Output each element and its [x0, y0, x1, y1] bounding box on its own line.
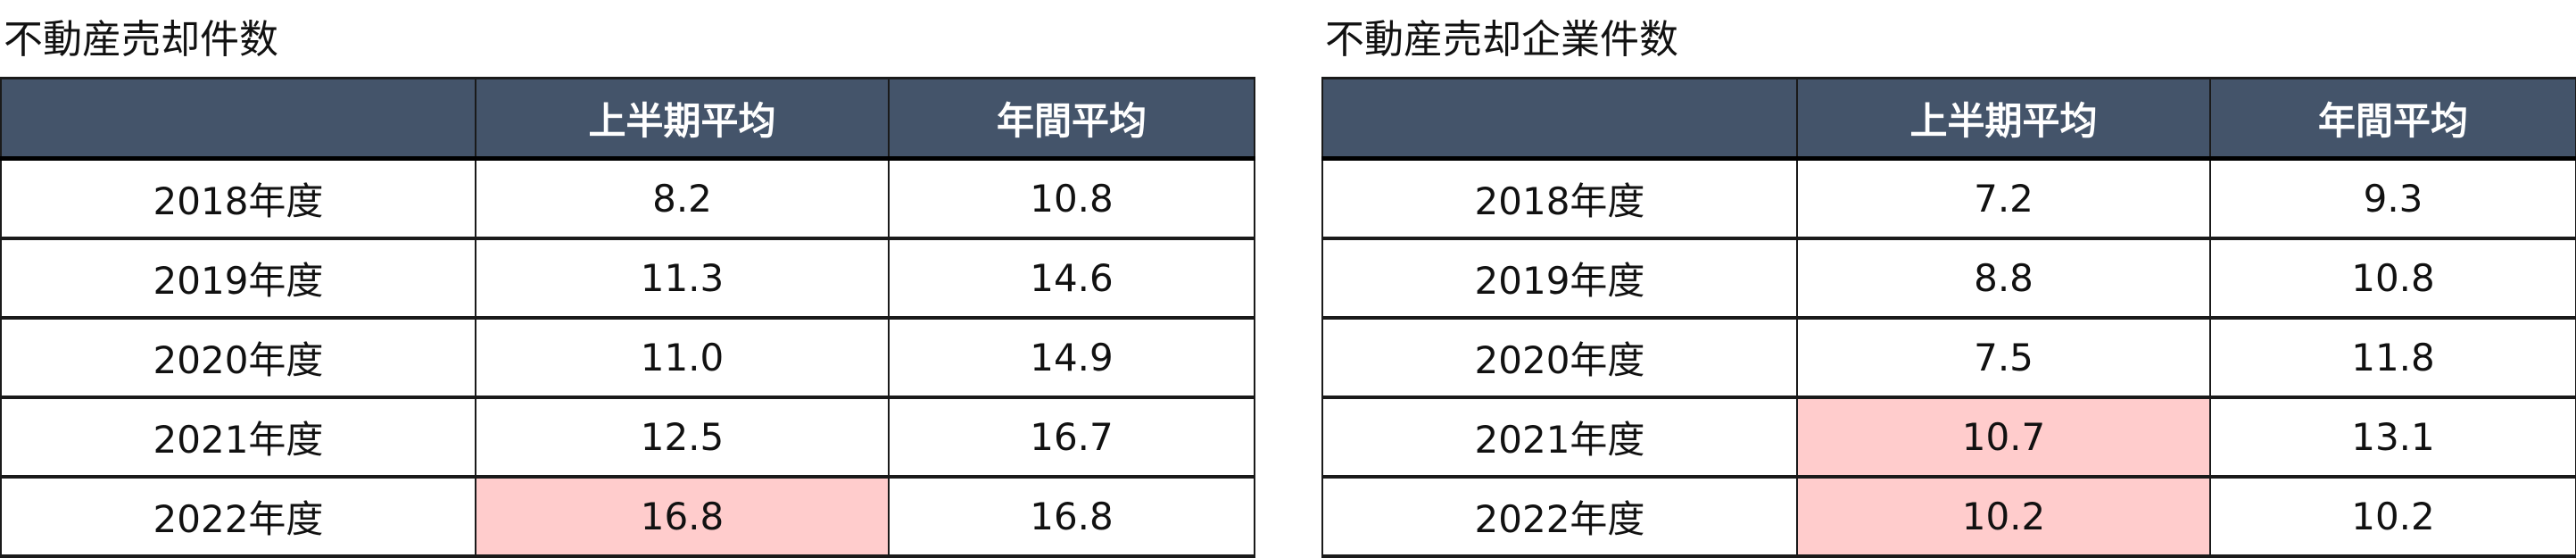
annual-average-cell: 11.8	[2209, 318, 2576, 399]
first-half-average-cell: 11.3	[475, 238, 890, 320]
first-half-average-cell: 8.2	[475, 158, 890, 240]
annual-average-cell: 13.1	[2209, 397, 2576, 479]
row-label: 2020年度	[1321, 318, 1798, 399]
first-half-average-cell-highlighted: 16.8	[475, 477, 890, 558]
first-half-average-cell: 8.8	[1796, 238, 2211, 320]
header-row: 上半期平均 年間平均	[0, 77, 1255, 161]
row-label: 2021年度	[0, 397, 476, 479]
annual-average-cell: 14.6	[888, 238, 1255, 320]
row-label: 2022年度	[0, 477, 476, 558]
real-estate-selling-companies-table: 上半期平均 年間平均 2018年度 7.2 9.3 2019年度 8.8 10.…	[1321, 77, 2576, 558]
table-title: 不動産売却企業件数	[1325, 17, 1678, 62]
row-label: 2022年度	[1321, 477, 1798, 558]
first-half-average-cell-highlighted: 10.7	[1796, 397, 2211, 479]
real-estate-sales-count-table: 上半期平均 年間平均 2018年度 8.2 10.8 2019年度 11.3 1…	[0, 77, 1255, 558]
row-label: 2018年度	[0, 158, 476, 240]
row-label: 2019年度	[0, 238, 476, 320]
header-blank	[0, 77, 476, 161]
header-first-half-average: 上半期平均	[475, 77, 890, 161]
first-half-average-cell: 11.0	[475, 318, 890, 399]
first-half-average-cell: 7.2	[1796, 158, 2211, 240]
annual-average-cell: 10.8	[888, 158, 1255, 240]
table-row: 2019年度 8.8 10.8	[1321, 238, 2576, 320]
annual-average-cell: 10.2	[2209, 477, 2576, 558]
annual-average-cell: 16.8	[888, 477, 1255, 558]
table-row: 2018年度 8.2 10.8	[0, 158, 1255, 240]
row-label: 2020年度	[0, 318, 476, 399]
header-row: 上半期平均 年間平均	[1321, 77, 2576, 161]
row-label: 2019年度	[1321, 238, 1798, 320]
table-row: 2020年度 11.0 14.9	[0, 318, 1255, 399]
table-row: 2021年度 12.5 16.7	[0, 397, 1255, 479]
row-label: 2021年度	[1321, 397, 1798, 479]
table-row: 2018年度 7.2 9.3	[1321, 158, 2576, 240]
annual-average-cell: 9.3	[2209, 158, 2576, 240]
header-annual-average: 年間平均	[888, 77, 1255, 161]
header-blank	[1321, 77, 1798, 161]
table-row: 2020年度 7.5 11.8	[1321, 318, 2576, 399]
table-row: 2021年度 10.7 13.1	[1321, 397, 2576, 479]
header-first-half-average: 上半期平均	[1796, 77, 2211, 161]
table-row: 2022年度 10.2 10.2	[1321, 477, 2576, 558]
first-half-average-cell: 12.5	[475, 397, 890, 479]
table-row: 2022年度 16.8 16.8	[0, 477, 1255, 558]
row-label: 2018年度	[1321, 158, 1798, 240]
annual-average-cell: 14.9	[888, 318, 1255, 399]
first-half-average-cell: 7.5	[1796, 318, 2211, 399]
annual-average-cell: 10.8	[2209, 238, 2576, 320]
first-half-average-cell-highlighted: 10.2	[1796, 477, 2211, 558]
header-annual-average: 年間平均	[2209, 77, 2576, 161]
annual-average-cell: 16.7	[888, 397, 1255, 479]
table-row: 2019年度 11.3 14.6	[0, 238, 1255, 320]
table-title: 不動産売却件数	[4, 17, 278, 62]
